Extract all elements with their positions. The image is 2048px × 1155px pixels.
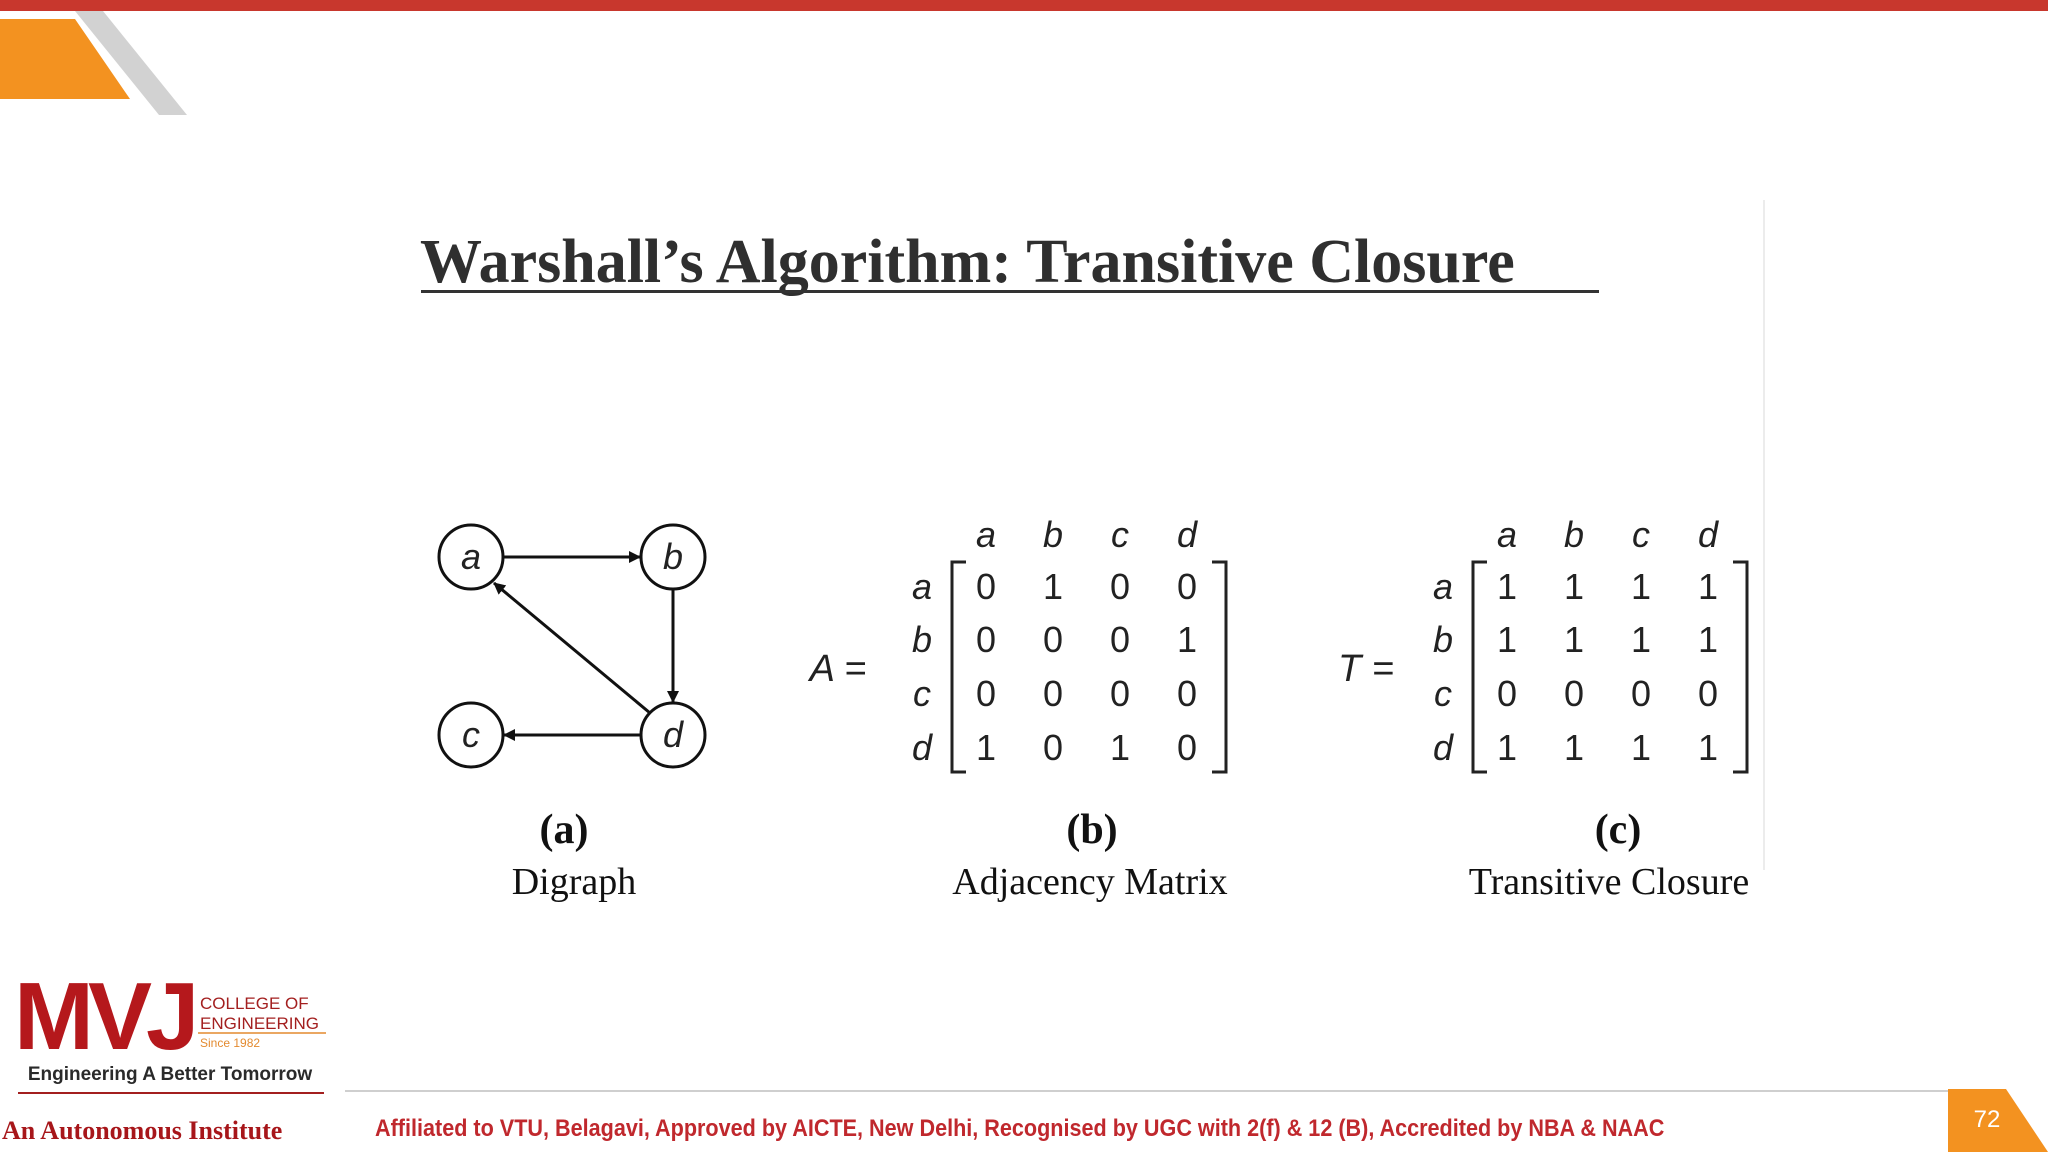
closure-cell: 1 bbox=[1631, 619, 1651, 660]
adjacency-cell: 0 bbox=[976, 673, 996, 714]
caption-b-letter: (b) bbox=[1066, 807, 1118, 853]
adjacency-cell: 0 bbox=[1177, 566, 1197, 607]
page-number: 72 bbox=[1973, 1106, 2001, 1133]
adjacency-row-label: b bbox=[912, 619, 932, 660]
closure-row-label: d bbox=[1433, 727, 1454, 768]
adjacency-col-label: b bbox=[1043, 514, 1063, 555]
logo-letters: MVJ bbox=[14, 963, 193, 1070]
autonomous-label: An Autonomous Institute bbox=[2, 1116, 283, 1145]
edge-d-a bbox=[493, 581, 651, 715]
adjacency-cell: 0 bbox=[1043, 673, 1063, 714]
closure-row-label: a bbox=[1433, 566, 1453, 607]
adjacency-cell: 0 bbox=[1177, 673, 1197, 714]
closure-col-label: b bbox=[1564, 514, 1584, 555]
caption-a-name: Digraph bbox=[511, 861, 637, 903]
adjacency-cell: 0 bbox=[976, 566, 996, 607]
adjacency-cell: 0 bbox=[976, 619, 996, 660]
logo-line2: ENGINEERING bbox=[200, 1014, 319, 1033]
top-accent-bar bbox=[0, 0, 2048, 11]
adjacency-cell: 1 bbox=[1177, 619, 1197, 660]
adjacency-row-label: c bbox=[913, 673, 931, 714]
closure-cell: 0 bbox=[1698, 673, 1718, 714]
closure-row-label: b bbox=[1433, 619, 1453, 660]
adjacency-cell: 0 bbox=[1110, 619, 1130, 660]
adjacency-col-label: a bbox=[976, 514, 996, 555]
adjacency-cell: 0 bbox=[1043, 727, 1063, 768]
closure-cell: 1 bbox=[1564, 566, 1584, 607]
college-logo: MVJ COLLEGE OF ENGINEERING Since 1982 bbox=[14, 963, 326, 1070]
caption-c-letter: (c) bbox=[1594, 807, 1642, 853]
page-number-box bbox=[1948, 1089, 2048, 1152]
adjacency-cell: 1 bbox=[1110, 727, 1130, 768]
logo-tagline-underline bbox=[18, 1092, 324, 1094]
closure-cell: 0 bbox=[1497, 673, 1517, 714]
closure-cell: 1 bbox=[1497, 727, 1517, 768]
closure-col-label: c bbox=[1632, 514, 1650, 555]
adjacency-cell: 0 bbox=[1177, 727, 1197, 768]
adjacency-col-label: c bbox=[1111, 514, 1129, 555]
adjacency-row-label: d bbox=[912, 727, 933, 768]
logo-since: Since 1982 bbox=[200, 1036, 260, 1050]
closure-col-label: d bbox=[1698, 514, 1719, 555]
title-underline bbox=[421, 290, 1599, 293]
adjacency-cell: 0 bbox=[1110, 673, 1130, 714]
node-c bbox=[437, 701, 505, 769]
caption-b-name: Adjacency Matrix bbox=[952, 861, 1228, 903]
closure-cell: 1 bbox=[1631, 566, 1651, 607]
node-label-a: a bbox=[461, 536, 481, 577]
footer-divider bbox=[345, 1090, 1950, 1092]
closure-cell: 1 bbox=[1631, 727, 1651, 768]
footer-affiliation: Affiliated to VTU, Belagavi, Approved by… bbox=[375, 1115, 1665, 1142]
closure-cell: 1 bbox=[1564, 619, 1584, 660]
adjacency-col-label: d bbox=[1177, 514, 1198, 555]
caption-a-letter: (a) bbox=[539, 807, 589, 853]
caption-c-name: Transitive Closure bbox=[1468, 861, 1750, 903]
closure-cell: 0 bbox=[1564, 673, 1584, 714]
closure-cell: 1 bbox=[1564, 727, 1584, 768]
node-label-d: d bbox=[663, 714, 684, 755]
closure-cell: 1 bbox=[1497, 566, 1517, 607]
node-b bbox=[639, 523, 707, 591]
adjacency-cell: 1 bbox=[1043, 566, 1063, 607]
node-label-b: b bbox=[663, 536, 683, 577]
slide-title: Warshall’s Algorithm: Transitive Closure bbox=[420, 228, 1515, 296]
closure-cell: 1 bbox=[1698, 566, 1718, 607]
closure-row-label: c bbox=[1434, 673, 1452, 714]
closure-right-bracket bbox=[1733, 560, 1749, 774]
adjacency-cell: 0 bbox=[1110, 566, 1130, 607]
logo-line1: COLLEGE OF bbox=[200, 994, 309, 1013]
logo-tagline: Engineering A Better Tomorrow bbox=[27, 1064, 313, 1085]
closure-cell: 0 bbox=[1631, 673, 1651, 714]
closure-symbol: T = bbox=[1338, 648, 1394, 690]
adjacency-right-bracket bbox=[1212, 560, 1228, 774]
closure-cell: 1 bbox=[1497, 619, 1517, 660]
node-d bbox=[639, 701, 707, 769]
closure-cell: 1 bbox=[1698, 619, 1718, 660]
divider-line bbox=[1763, 200, 1765, 870]
adjacency-cell: 1 bbox=[976, 727, 996, 768]
adjacency-cell: 0 bbox=[1043, 619, 1063, 660]
closure-col-label: a bbox=[1497, 514, 1517, 555]
adjacency-row-label: a bbox=[912, 566, 932, 607]
adjacency-left-bracket bbox=[950, 560, 966, 774]
adjacency-symbol: A = bbox=[808, 648, 867, 690]
closure-left-bracket bbox=[1471, 560, 1487, 774]
node-a bbox=[437, 523, 505, 591]
node-label-c: c bbox=[462, 714, 480, 755]
corner-decoration bbox=[0, 11, 187, 115]
closure-cell: 1 bbox=[1698, 727, 1718, 768]
